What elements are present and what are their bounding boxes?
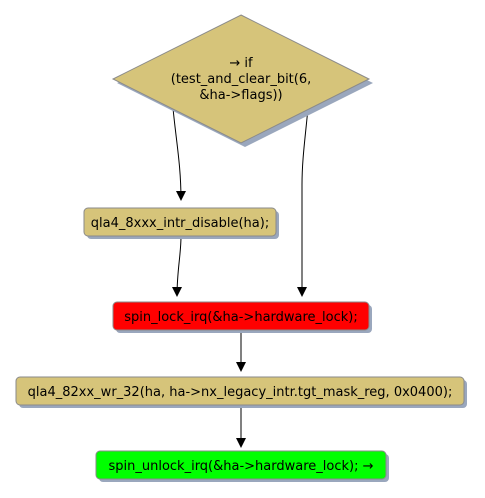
intr-disable-box (83, 207, 277, 237)
spin-lock-label: spin_lock_irq(&ha->hardware_lock); (124, 310, 358, 325)
spin-lock-node: spin_lock_irq(&ha->hardware_lock); (112, 301, 372, 333)
wr-32-box (15, 376, 465, 406)
spin-unlock-box (95, 450, 387, 480)
spin-unlock-node: spin_unlock_irq(&ha->hardware_lock); → (95, 450, 389, 482)
edges (172, 107, 309, 448)
edge-decision-to-spin-lock (297, 107, 309, 297)
spin-lock-box (112, 301, 370, 331)
wr-32-node: qla4_82xx_wr_32(ha, ha->nx_legacy_intr.t… (15, 376, 467, 408)
intr-disable-label: qla4_8xxx_intr_disable(ha); (91, 216, 269, 231)
decision-node: → if (test_and_clear_bit(6, &ha->flags)) (111, 14, 373, 147)
decision-label-line-3: &ha->flags)) (199, 88, 282, 103)
wr-32-label: qla4_82xx_wr_32(ha, ha->nx_legacy_intr.t… (28, 385, 453, 400)
spin-unlock-label: spin_unlock_irq(&ha->hardware_lock); → (108, 459, 373, 474)
decision-shape (111, 14, 371, 144)
decision-label-line-1: → if (229, 56, 253, 71)
edge-intr-disable-to-spin-lock (172, 235, 183, 297)
edge-decision-to-intr-disable (172, 107, 186, 201)
intr-disable-node: qla4_8xxx_intr_disable(ha); (83, 207, 279, 239)
decision-label-line-2: (test_and_clear_bit(6, (171, 72, 312, 87)
